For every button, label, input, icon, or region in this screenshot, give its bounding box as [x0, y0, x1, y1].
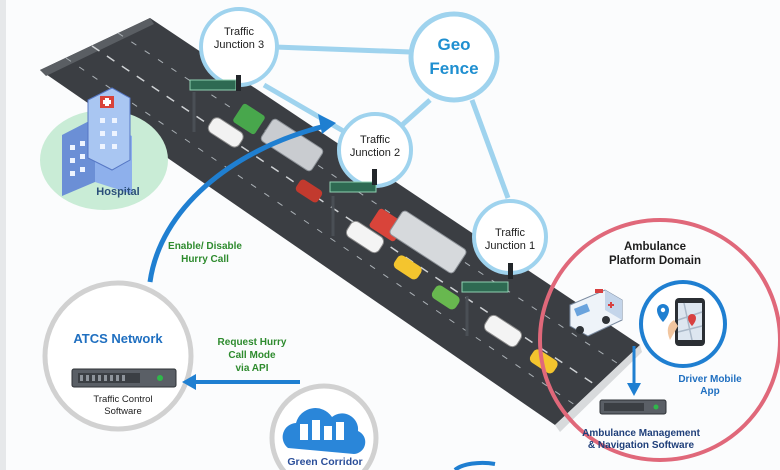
- hospital-illustration: [40, 87, 168, 210]
- driver-app-line1: Driver Mobile: [678, 374, 742, 385]
- partial-circle-bottom: [453, 460, 496, 470]
- ambulance-server-icon: [599, 399, 667, 415]
- atcs-caption-line1: Traffic Control: [93, 394, 153, 405]
- geo-fence-circle: [408, 11, 500, 103]
- atcs-caption: Traffic Control Software: [68, 394, 178, 418]
- phone-map-icon: [667, 298, 705, 346]
- junction-1-label: Traffic Junction 1: [470, 227, 550, 253]
- link-geo-j1: [469, 99, 511, 199]
- hospital-label: Hospital: [96, 186, 140, 198]
- junction-3-label: Traffic Junction 3: [199, 26, 279, 52]
- yellow-taxi-1: [393, 255, 422, 280]
- enable-disable-arrowhead: [318, 114, 336, 134]
- junction-2-line1: Traffic: [360, 134, 390, 146]
- junction-2-line2: Junction 2: [349, 147, 401, 159]
- link-geo-j2: [400, 98, 432, 127]
- junction-3-line1: Traffic: [224, 26, 254, 38]
- atcs-network-circle: [42, 280, 194, 432]
- red-car-mid: [295, 179, 323, 203]
- management-line1: Ambulance Management: [582, 428, 700, 439]
- request-hurry-label: Request Hurry Call Mode via API: [202, 336, 302, 375]
- geo-fence-line1: Geo: [437, 35, 471, 54]
- green-corridor-label: Green Corridor: [287, 456, 363, 468]
- driver-app-label: Driver Mobile App: [660, 374, 760, 398]
- enable-disable-line2: Hurry Call: [181, 254, 229, 265]
- atcs-network-title: ATCS Network: [73, 331, 163, 346]
- white-car-top: [207, 117, 244, 148]
- enable-disable-line1: Enable/ Disable: [168, 241, 242, 252]
- junction-1-line2: Junction 1: [484, 240, 536, 252]
- driver-app-line2: App: [700, 386, 720, 397]
- management-line2: & Navigation Software: [587, 440, 695, 451]
- atcs-server-icon: [71, 368, 177, 388]
- ambulance-domain-line2: Platform Domain: [608, 255, 701, 267]
- link-j3-geo: [274, 44, 411, 55]
- request-line3: via API: [235, 363, 269, 374]
- vehicles: [207, 103, 558, 374]
- ambulance-domain-line1: Ambulance: [624, 241, 686, 253]
- signal-gantry-3: [189, 75, 241, 132]
- ambulance-domain-title: Ambulance Platform Domain: [590, 240, 720, 268]
- atcs-caption-line2: Software: [104, 406, 142, 417]
- request-line1: Request Hurry: [217, 337, 287, 348]
- request-line2: Call Mode: [228, 350, 276, 361]
- white-car-mid: [345, 220, 385, 254]
- white-tanker: [389, 210, 467, 274]
- geo-fence-label: Geo Fence: [404, 33, 504, 81]
- junction-3-line2: Junction 3: [213, 39, 265, 51]
- green-truck: [233, 103, 265, 135]
- junction-2-label: Traffic Junction 2: [335, 134, 415, 160]
- ambulance-management-label: Ambulance Management & Navigation Softwa…: [566, 428, 716, 452]
- cloud-icon: [282, 408, 366, 454]
- signal-gantry-1: [461, 263, 513, 336]
- geo-fence-line2: Fence: [429, 59, 479, 78]
- request-arrowhead: [182, 374, 196, 390]
- location-pin-icon: [657, 304, 669, 322]
- page-edge: [0, 0, 6, 470]
- green-car: [431, 285, 460, 310]
- junction-1-line1: Traffic: [495, 227, 525, 239]
- app-to-server-arrowhead: [627, 383, 641, 396]
- ambulance-domain-circle: [538, 218, 780, 462]
- ambulance-icon: [569, 289, 623, 337]
- enable-disable-arrow: [147, 123, 326, 283]
- signal-gantry-2: [329, 169, 377, 236]
- white-car-low: [483, 314, 523, 348]
- enable-disable-label: Enable/ Disable Hurry Call: [150, 240, 260, 266]
